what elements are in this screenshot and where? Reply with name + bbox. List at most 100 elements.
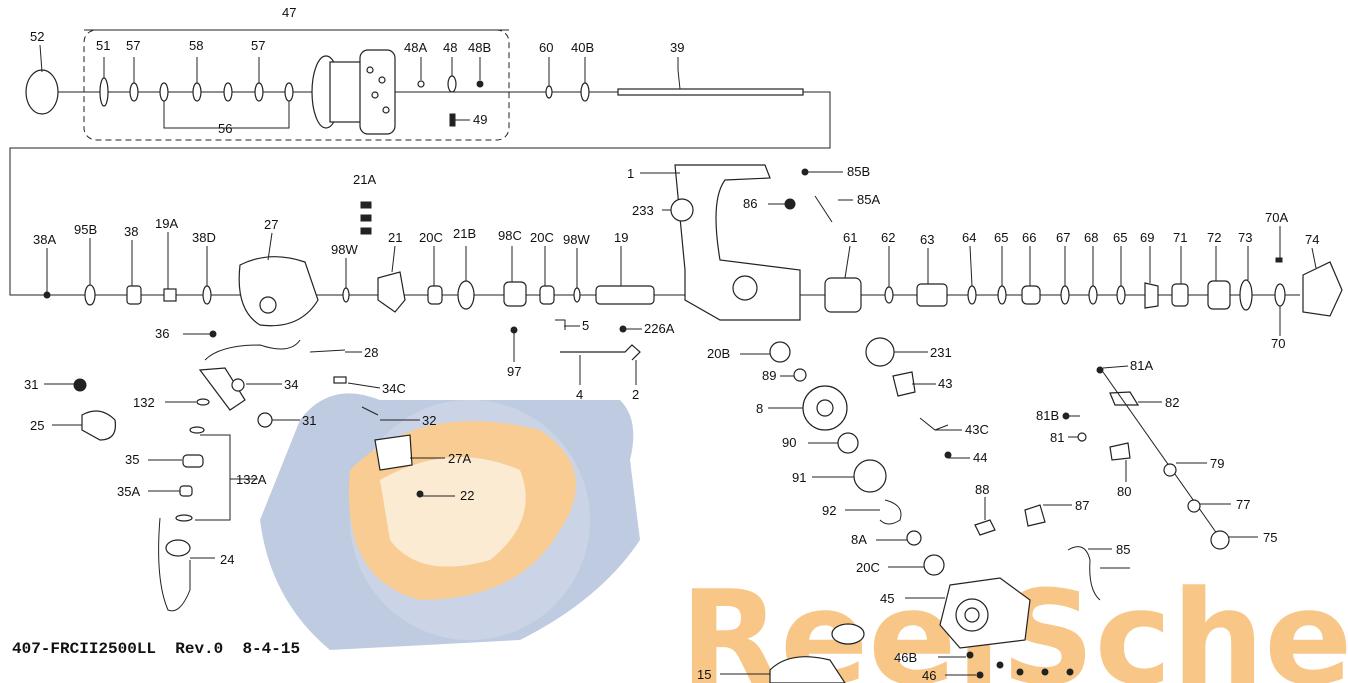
label-64: 64 [962, 230, 976, 245]
label-69: 69 [1140, 230, 1154, 245]
collar-19a-icon [163, 288, 177, 302]
label-51: 51 [96, 38, 110, 53]
label-63: 63 [920, 232, 934, 247]
label-95b: 95B [74, 222, 97, 237]
label-49: 49 [473, 112, 487, 127]
line-roller-25-icon [81, 410, 117, 441]
lever-77-icon [1187, 499, 1201, 513]
label-38d: 38D [192, 230, 216, 245]
label-233: 233 [632, 203, 654, 218]
label-92: 92 [822, 503, 836, 518]
rotor-cup-icon [238, 256, 319, 327]
spool-cap-icon [25, 69, 59, 115]
label-31b: 31 [302, 413, 316, 428]
one-way-bearing-98c-icon [503, 281, 527, 307]
label-60: 60 [539, 40, 553, 55]
trigger-87-icon [1024, 504, 1046, 527]
label-75: 75 [1263, 530, 1277, 545]
label-85a: 85A [857, 192, 880, 207]
screw-46b-icon [966, 651, 974, 659]
bushing-35a-icon [179, 485, 193, 497]
label-82: 82 [1165, 395, 1179, 410]
label-20c: 20C [419, 230, 443, 245]
bearing-20c-icon [427, 285, 443, 305]
label-5: 5 [582, 318, 589, 333]
leader-lines [39, 44, 1317, 676]
screw-44-icon [944, 451, 952, 459]
screw-46-icon [976, 671, 984, 679]
label-91: 91 [792, 470, 806, 485]
plate-82-icon [1109, 391, 1140, 406]
label-77: 77 [1236, 497, 1250, 512]
label-28: 28 [364, 345, 378, 360]
washer-38d-icon [202, 285, 212, 305]
label-21a: 21A [353, 172, 376, 187]
label-132a: 132A [236, 472, 267, 487]
label-20c-c: 20C [856, 560, 880, 575]
label-31: 31 [24, 377, 38, 392]
spring-43c-icon [919, 417, 949, 431]
label-4: 4 [576, 387, 583, 402]
screw-81a-icon [1096, 366, 1104, 374]
washer-60-icon [545, 85, 553, 99]
label-44: 44 [973, 450, 987, 465]
bail-assembly-icon [198, 330, 301, 411]
crosswrap-61-icon [824, 277, 862, 313]
housing-63-icon [916, 283, 948, 307]
label-57b: 57 [251, 38, 265, 53]
label-8: 8 [756, 401, 763, 416]
washer-65-icon [997, 285, 1007, 305]
drive-gear-bearing-233-icon [670, 198, 694, 222]
label-57: 57 [126, 38, 140, 53]
spring-71-icon [1171, 283, 1189, 307]
gear-231-icon [865, 337, 895, 367]
spool-icon [311, 49, 396, 135]
seal-73-icon [1239, 279, 1253, 311]
label-27a: 27A [448, 451, 471, 466]
label-67: 67 [1056, 230, 1070, 245]
clicker-48-icon [447, 75, 457, 93]
reel-body-icon [674, 164, 801, 321]
label-47: 47 [282, 5, 296, 20]
washer-65b-icon [1116, 285, 1126, 305]
label-35a: 35A [117, 484, 140, 499]
label-52: 52 [30, 29, 44, 44]
label-19a: 19A [155, 216, 178, 231]
handle-15-icon [769, 623, 865, 683]
bail-arm-21-icon [377, 271, 406, 313]
label-15: 15 [697, 667, 711, 682]
clip-92-icon [879, 499, 902, 525]
washer-48a-icon [417, 80, 425, 88]
bushing-66-icon [1021, 285, 1041, 305]
watermark-logo [260, 393, 640, 650]
bracket-80-icon [1109, 442, 1131, 461]
lever-79-icon [1163, 463, 1177, 477]
label-61: 61 [843, 230, 857, 245]
part-labels: 52 51 57 58 57 47 56 48A 48 48B 49 60 40… [24, 5, 1319, 683]
bail-bearing-31-icon [73, 378, 87, 392]
label-46b: 46B [894, 650, 917, 665]
pinion-gear-19-icon [595, 285, 655, 305]
label-88: 88 [975, 482, 989, 497]
pin-70a-icon [1275, 257, 1283, 263]
label-231: 231 [930, 345, 952, 360]
ring-70-icon [1274, 283, 1286, 307]
label-74: 74 [1305, 232, 1319, 247]
label-79: 79 [1210, 456, 1224, 471]
nut-38-icon [126, 285, 142, 305]
label-132: 132 [133, 395, 155, 410]
label-20c-b: 20C [530, 230, 554, 245]
screw-38a-icon [43, 291, 51, 299]
label-98w-b: 98W [563, 232, 590, 247]
revision-date: 8-4-15 [242, 640, 301, 658]
washer-98w-icon [342, 287, 350, 303]
label-73: 73 [1238, 230, 1252, 245]
washer-64-icon [967, 285, 977, 305]
label-98w: 98W [331, 242, 358, 257]
lever-85-icon [1067, 546, 1101, 601]
bail-screw-31b-icon [257, 412, 273, 428]
label-36: 36 [155, 326, 169, 341]
label-89: 89 [762, 368, 776, 383]
spring-88-icon [974, 519, 996, 536]
